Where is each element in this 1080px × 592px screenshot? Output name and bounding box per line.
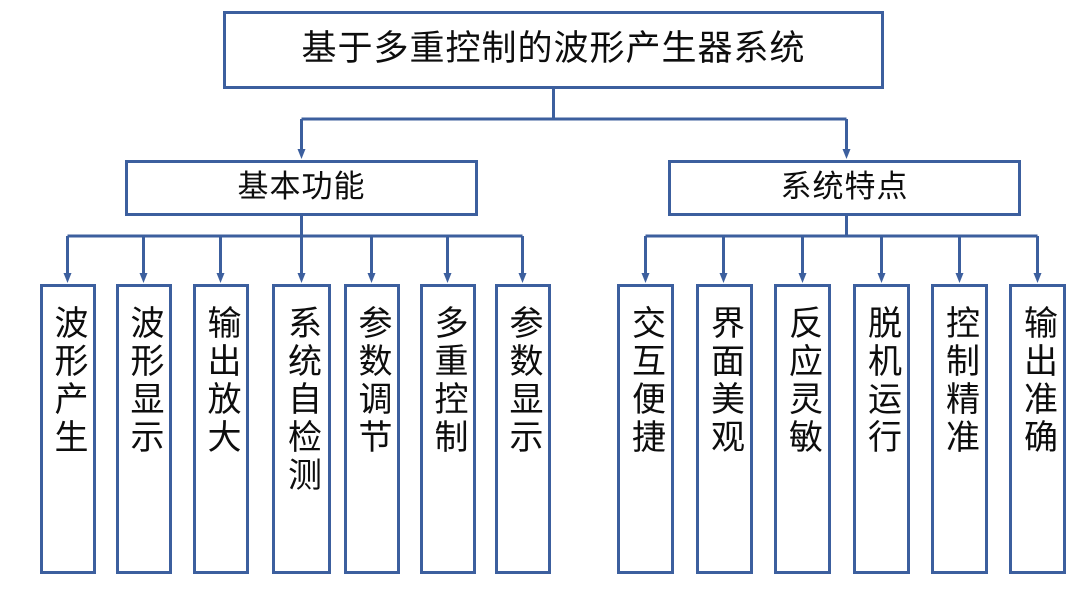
root-node[interactable]: 基于多重控制的波形产生器系统 xyxy=(223,11,884,89)
branch-node-system-features[interactable]: 系统特点 xyxy=(668,160,1021,216)
leaf-node-system-self-test-label: 系统自检测 xyxy=(281,305,322,495)
leaf-node-waveform-display-label: 波形显示 xyxy=(124,305,164,457)
leaf-node-system-self-test[interactable]: 系统自检测 xyxy=(272,284,331,574)
leaf-node-accurate-output[interactable]: 输出准确 xyxy=(1009,284,1066,574)
leaf-node-precise-control-label: 控制精准 xyxy=(939,305,980,457)
leaf-node-precise-control[interactable]: 控制精准 xyxy=(931,284,988,574)
leaf-node-waveform-generation[interactable]: 波形产生 xyxy=(40,284,96,574)
leaf-node-offline-operation-label: 脱机运行 xyxy=(861,305,902,457)
leaf-node-multiple-control-label: 多重控制 xyxy=(428,305,468,457)
branch-node-system-features-label: 系统特点 xyxy=(780,169,909,206)
branch-node-basic-functions[interactable]: 基本功能 xyxy=(125,160,478,216)
leaf-node-beautiful-interface-label: 界面美观 xyxy=(704,305,745,457)
root-node-label: 基于多重控制的波形产生器系统 xyxy=(301,29,806,70)
leaf-node-convenient-interaction[interactable]: 交互便捷 xyxy=(617,284,674,574)
leaf-node-parameter-display-label: 参数显示 xyxy=(503,305,543,457)
leaf-node-waveform-display[interactable]: 波形显示 xyxy=(116,284,172,574)
leaf-node-offline-operation[interactable]: 脱机运行 xyxy=(853,284,910,574)
leaf-node-output-amplification[interactable]: 输出放大 xyxy=(193,284,249,574)
leaf-node-convenient-interaction-label: 交互便捷 xyxy=(625,305,666,457)
leaf-node-parameter-adjustment[interactable]: 参数调节 xyxy=(344,284,400,574)
leaf-node-multiple-control[interactable]: 多重控制 xyxy=(420,284,476,574)
leaf-node-output-amplification-label: 输出放大 xyxy=(201,305,241,457)
leaf-node-parameter-adjustment-label: 参数调节 xyxy=(352,305,392,457)
leaf-node-beautiful-interface[interactable]: 界面美观 xyxy=(696,284,753,574)
leaf-node-sensitive-response-label: 反应灵敏 xyxy=(782,305,823,457)
leaf-node-waveform-generation-label: 波形产生 xyxy=(48,305,88,457)
leaf-node-sensitive-response[interactable]: 反应灵敏 xyxy=(774,284,831,574)
branch-node-basic-functions-label: 基本功能 xyxy=(237,169,366,206)
leaf-node-parameter-display[interactable]: 参数显示 xyxy=(495,284,551,574)
leaf-node-accurate-output-label: 输出准确 xyxy=(1017,305,1058,457)
